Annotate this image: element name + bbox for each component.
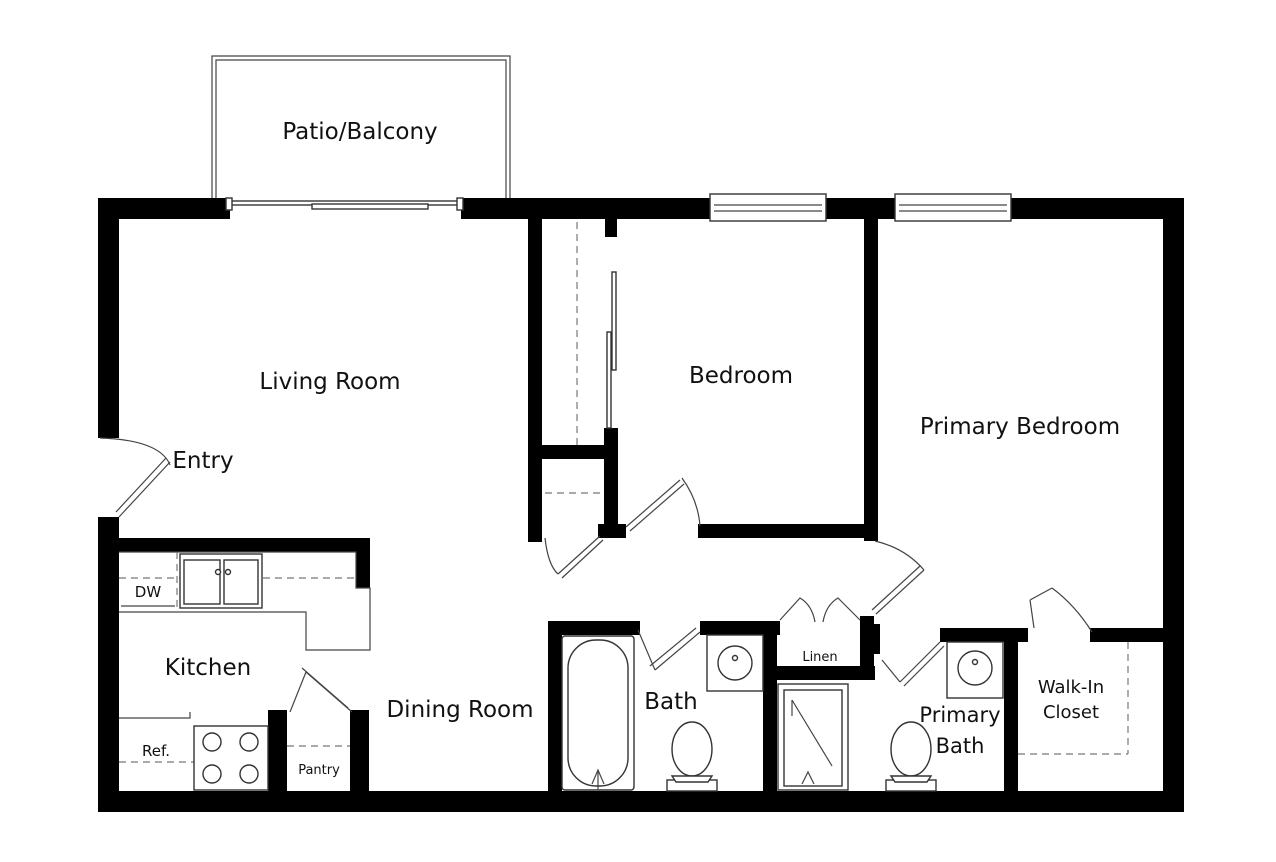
- sink-icon: [179, 553, 263, 609]
- shower-icon: [777, 683, 849, 791]
- patio-outline: [211, 55, 511, 198]
- dishwasher-label: DW: [135, 583, 162, 601]
- interior-walls: [119, 198, 1166, 793]
- kitchen-counter: [119, 551, 371, 651]
- pantry-label: Pantry: [298, 763, 340, 778]
- stove-icon: [193, 725, 269, 791]
- door-swings: [99, 437, 1093, 713]
- walkin-shelving: [1018, 642, 1129, 755]
- primary-bath-label-line2: Bath: [936, 734, 985, 758]
- bedroom-closet-doors: [545, 222, 617, 494]
- kitchen-label: Kitchen: [165, 655, 251, 681]
- sliding-door: [225, 197, 464, 211]
- walkin-label-line2: Closet: [1043, 702, 1099, 723]
- refrigerator-label: Ref.: [142, 742, 170, 760]
- walkin-label-line1: Walk-In: [1038, 677, 1104, 698]
- bath-toilet-icon: [666, 721, 718, 792]
- dining-room-label: Dining Room: [386, 697, 533, 723]
- primary-bath-label-line1: Primary: [919, 703, 1000, 727]
- window-primary-bedroom: [894, 193, 1012, 222]
- primary-bedroom-label: Primary Bedroom: [920, 414, 1120, 440]
- exterior-walls: [98, 198, 1184, 812]
- primary-bath-toilet-icon: [885, 721, 937, 792]
- bath-sink-icon: [706, 634, 764, 692]
- living-room-label: Living Room: [259, 369, 400, 395]
- bedroom-label: Bedroom: [689, 363, 793, 389]
- primary-bath-sink-icon: [946, 641, 1004, 699]
- refrigerator-area: [119, 712, 196, 763]
- linen-label: Linen: [802, 650, 837, 665]
- bath-label: Bath: [644, 689, 697, 715]
- patio-label: Patio/Balcony: [282, 119, 437, 145]
- window-bedroom: [709, 193, 827, 222]
- bathtub-icon: [561, 635, 635, 791]
- entry-label: Entry: [172, 448, 233, 474]
